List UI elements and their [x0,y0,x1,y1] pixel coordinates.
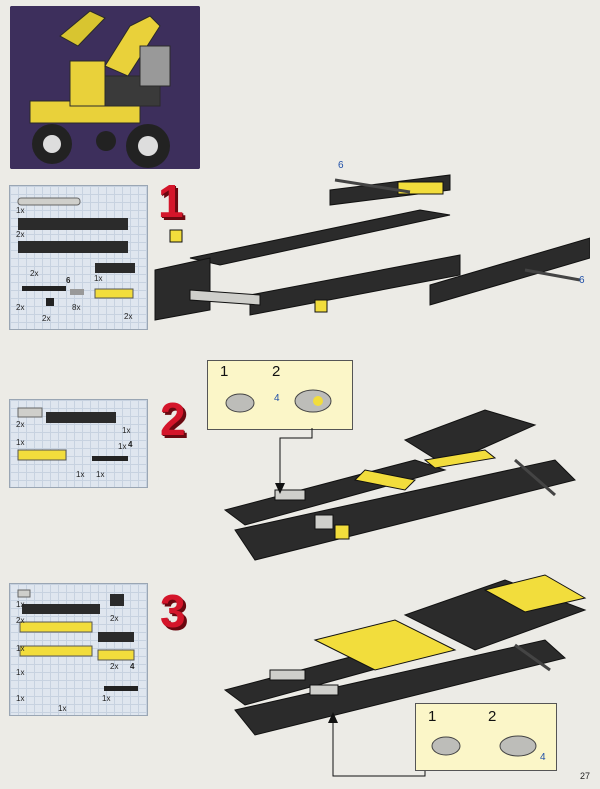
length-label: 4 [130,662,135,671]
step-1-parts-list: 1x 2x 2x 1x 6 2x 2x 8x 2x [9,185,148,330]
step-3-assembly [223,574,587,736]
step-1-assembly [154,174,590,321]
qty-label: 2x [30,269,39,278]
qty-label: 2x [124,312,133,321]
qty-label: 1x [16,694,25,703]
qty-label: 1x [94,274,103,283]
qty-label: 1x [16,668,25,677]
subassembly-label: 1 [220,363,229,380]
qty-label: 1x [16,644,25,653]
qty-label: 1x [122,426,131,435]
step-2-pointer-arrow [275,428,313,494]
step-3-subassembly-box: 1 2 4 [415,703,557,771]
length-label: 4 [128,440,133,449]
qty-label: 1x [16,600,25,609]
step-number: 2 [160,393,186,445]
subassembly-label: 1 [428,708,437,725]
subassembly-label: 2 [488,708,497,725]
qty-label: 2x [42,314,51,323]
qty-label: 8x [72,303,81,312]
length-callout: 6 [338,160,344,171]
step-3-parts-list: 1x 2x 2x 1x 1x 2x 4 1x 1x 1x [9,583,148,716]
step-2-parts-list: 2x 1x 1x 1x 4 1x 1x [9,399,148,488]
qty-label: 1x [76,470,85,479]
qty-label: 1x [102,694,111,703]
qty-label: 2x [110,662,119,671]
qty-label: 1x [16,206,25,215]
length-label: 6 [66,276,71,285]
qty-label: 2x [16,420,25,429]
length-callout: 4 [274,393,280,404]
model-photo [10,6,200,169]
qty-label: 1x [118,442,127,451]
qty-label: 2x [16,616,25,625]
page-number: 27 [579,771,590,781]
step-2-assembly [223,409,576,561]
qty-label: 1x [16,438,25,447]
qty-label: 2x [16,303,25,312]
step-2-subassembly-box: 1 2 4 [207,360,353,430]
length-callout: 6 [579,275,585,286]
step-number: 3 [160,585,186,637]
subassembly-label: 2 [272,363,281,380]
qty-label: 1x [58,704,67,713]
qty-label: 1x [96,470,105,479]
step-number: 1 [158,175,184,227]
qty-label: 2x [110,614,119,623]
length-callout: 4 [540,752,546,763]
qty-label: 2x [16,230,25,239]
